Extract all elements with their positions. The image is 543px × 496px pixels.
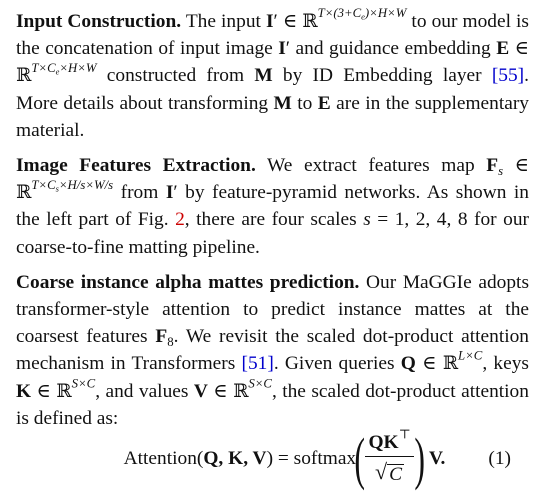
math-symbol: s — [363, 209, 371, 231]
math-symbol: F — [155, 326, 168, 348]
heading-coarse-prediction: Coarse instance alpha mattes prediction. — [16, 271, 360, 293]
math-superscript: T×C — [31, 60, 56, 75]
text: by ID Embedding layer — [272, 65, 492, 87]
math-symbol: ∈ — [277, 11, 303, 32]
math-symbol: ′ — [273, 11, 278, 32]
math-subscript: s — [55, 183, 59, 194]
text: 1, 2, 4, 8 for our coarse-to-fine mattin… — [16, 209, 529, 258]
math-symbol: ℝ — [302, 11, 318, 32]
math-symbol: M — [273, 92, 292, 114]
equation-body: Attention(Q, K, V) = softmax ( QK⊤ √C ) … — [123, 426, 446, 491]
math-symbol: I — [165, 182, 174, 204]
radicand: C — [387, 464, 405, 485]
math-superscript: T×(3+C — [317, 6, 362, 21]
text: by feature-pyramid networks. As shown in… — [16, 182, 529, 231]
math-symbol: ∈ — [415, 353, 443, 375]
right-paren: ) — [414, 426, 425, 491]
math-symbol: E — [317, 92, 331, 114]
text: The input — [181, 11, 266, 32]
citation-link[interactable]: [51] — [241, 353, 274, 375]
text: We extract features map — [255, 155, 487, 177]
math-symbol: ℝ — [233, 380, 249, 402]
equation-lhs: Attention( — [123, 448, 204, 470]
math-symbol: V — [193, 380, 208, 402]
math-superscript: )×H×W — [364, 6, 407, 21]
math-superscript: S×C — [71, 376, 96, 391]
text: Our MaGGIe adopts transformer-style atte… — [16, 271, 529, 348]
transpose-symbol: ⊤ — [398, 427, 411, 442]
math-subscript: s — [498, 163, 504, 178]
math-symbol: I — [265, 11, 274, 32]
math-superscript: ×H/s×W/s — [58, 177, 114, 192]
math-symbol: E — [496, 38, 510, 60]
math-symbol: ℝ — [16, 182, 32, 204]
paragraph-coarse-prediction: Coarse instance alpha mattes prediction.… — [16, 269, 529, 432]
fraction: QK⊤ √C — [365, 428, 414, 487]
math-symbol: M — [254, 65, 273, 87]
math-symbol: K — [16, 380, 32, 402]
text: from — [113, 182, 166, 204]
left-paren: ( — [354, 426, 366, 491]
math-symbol: ∈ — [31, 380, 57, 402]
paragraph-input-construction: Input Construction. The input I′ ∈ ℝT×(3… — [16, 6, 529, 144]
math-superscript: L×C — [458, 348, 483, 363]
math-symbol: ∈ — [207, 380, 234, 402]
fraction-denominator: √C — [375, 457, 405, 487]
math-symbol: I — [278, 38, 286, 60]
citation-link[interactable]: [55] — [491, 65, 525, 87]
text: and guidance embedding — [290, 38, 497, 60]
text: . Given queries — [273, 353, 401, 375]
text: , there are four scales — [184, 209, 364, 231]
math-superscript: ×H×W — [59, 60, 97, 75]
text: , keys — [482, 353, 529, 375]
math-superscript: T×C — [31, 177, 56, 192]
heading-input-construction: Input Construction. — [16, 11, 182, 32]
text: . We revisit the scaled dot-product atte… — [16, 326, 530, 375]
math-subscript: e — [361, 11, 365, 22]
equation-tail: V. — [429, 448, 446, 470]
text: , the scaled dot-product attention is de… — [16, 380, 529, 429]
math-subscript: 8 — [167, 335, 174, 350]
text: to our model is the concatenation of inp… — [16, 11, 529, 60]
math-symbol: ℝ — [442, 353, 459, 375]
square-root: √C — [375, 459, 405, 485]
heading-image-features: Image Features Extraction. — [16, 155, 256, 177]
equation-attention: Attention(Q, K, V) = softmax ( QK⊤ √C ) … — [0, 426, 529, 492]
equation-number: (1) — [488, 448, 511, 470]
math-symbol: Q — [400, 353, 416, 375]
numerator-text: QK — [368, 432, 399, 453]
equation-rhs: ) = softmax — [266, 448, 357, 470]
math-symbol: ∈ — [503, 155, 529, 177]
math-symbol: = — [370, 209, 395, 231]
math-symbol: F — [486, 155, 499, 177]
figure-link[interactable]: 2 — [175, 209, 185, 231]
math-superscript: S×C — [248, 376, 272, 391]
math-symbol: ∈ — [509, 38, 529, 60]
math-symbol: ℝ — [16, 65, 32, 87]
text: . More details about transforming — [16, 65, 529, 114]
text: to — [291, 92, 318, 114]
math-symbol: ℝ — [56, 380, 72, 402]
math-symbol: ′ — [285, 38, 291, 60]
equation-args: Q, K, V — [203, 448, 267, 470]
math-subscript: e — [55, 66, 60, 77]
text: constructed from — [96, 65, 255, 87]
paragraph-image-features: Image Features Extraction. We extract fe… — [16, 152, 529, 261]
math-symbol: ′ — [173, 182, 178, 204]
radical-sign: √ — [375, 459, 388, 484]
text: , and values — [95, 380, 194, 402]
text: are in the supplementary material. — [16, 92, 529, 141]
fraction-numerator: QK⊤ — [365, 428, 414, 457]
